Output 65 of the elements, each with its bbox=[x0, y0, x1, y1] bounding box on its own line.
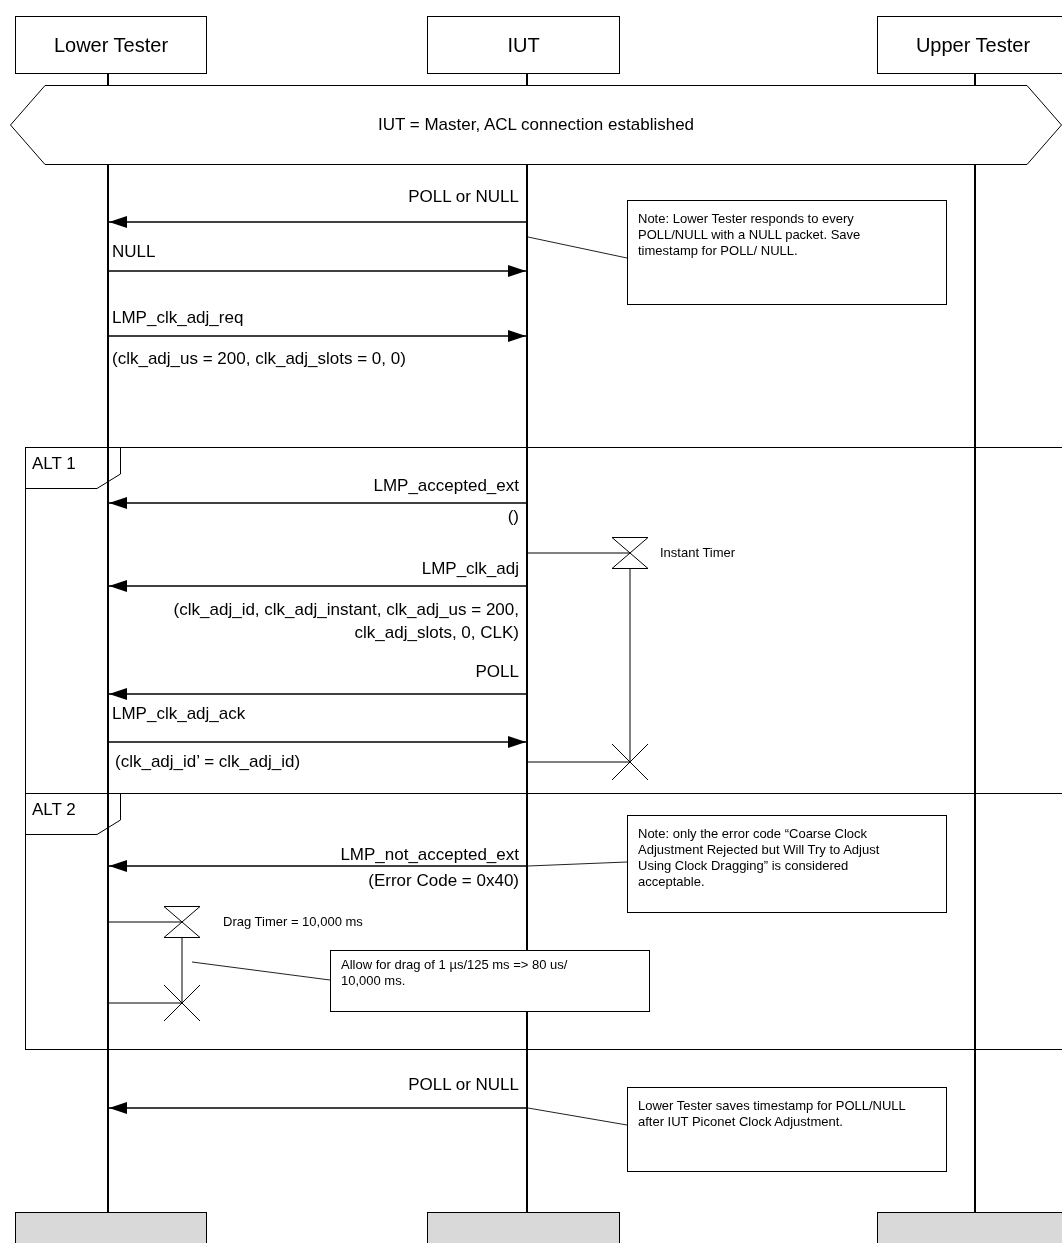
lifeline-header bbox=[427, 16, 620, 74]
message-label: POLL bbox=[475, 662, 519, 682]
lifeline-header bbox=[877, 16, 1062, 74]
leader-line bbox=[191, 961, 331, 981]
leader-line bbox=[527, 1107, 628, 1126]
note bbox=[330, 950, 650, 1012]
frame-label: ALT 1 bbox=[32, 454, 76, 474]
timer-stop-symbol bbox=[612, 744, 648, 780]
timer-label: Drag Timer = 10,000 ms bbox=[223, 914, 363, 929]
timer-line bbox=[527, 552, 631, 554]
message-arrow bbox=[108, 216, 527, 228]
message-label: LMP_clk_adj_ack bbox=[112, 704, 246, 724]
timer-line bbox=[527, 761, 631, 763]
note-text: Note: Lower Tester responds to every POLL/NULL with a NULL packet. Save timestamp for POLL/ NULL. bbox=[638, 211, 862, 259]
lifeline-name: Lower Tester bbox=[53, 33, 169, 57]
lifeline-end-box bbox=[877, 1212, 1062, 1243]
message-arrow bbox=[108, 580, 527, 592]
message-label: LMP_clk_adj_req bbox=[112, 308, 244, 328]
lifeline bbox=[526, 74, 528, 1212]
timer-stop-symbol bbox=[164, 985, 200, 1021]
timer-line bbox=[108, 1002, 183, 1004]
message-label: POLL or NULL bbox=[408, 1075, 519, 1095]
message-arrow bbox=[108, 265, 527, 277]
timer-start-symbol bbox=[164, 906, 200, 938]
note bbox=[627, 1087, 947, 1172]
lifeline bbox=[107, 74, 109, 1212]
lifeline-name: Upper Tester bbox=[915, 33, 1031, 57]
message-arrow bbox=[108, 330, 527, 342]
timer-line bbox=[181, 937, 183, 1004]
leader-line bbox=[527, 861, 628, 867]
message-label: NULL bbox=[112, 242, 156, 262]
lifeline-name: IUT bbox=[507, 33, 540, 57]
condition-text: IUT = Master, ACL connection established bbox=[377, 115, 695, 135]
note bbox=[627, 200, 947, 305]
leader-line bbox=[527, 236, 628, 259]
alt-frame bbox=[25, 447, 1062, 794]
message-label: POLL or NULL bbox=[408, 187, 519, 207]
timer-start-symbol bbox=[612, 537, 648, 569]
note-text: Allow for drag of 1 µs/125 ms => 80 us/ 10,000 ms. bbox=[341, 957, 569, 989]
note-text: Lower Tester saves timestamp for POLL/NULL after IUT Piconet Clock Adjustment. bbox=[638, 1098, 907, 1130]
lifeline bbox=[974, 74, 976, 1212]
note-text: Note: only the error code “Coarse Clock Adjustment Rejected but Will Try to Adjust Using Clock Dragging” is considered acceptable. bbox=[638, 826, 881, 890]
timer-label: Instant Timer bbox=[660, 545, 736, 560]
message-arrow bbox=[108, 736, 527, 748]
message-parameters: (clk_adj_us = 200, clk_adj_slots = 0, 0) bbox=[112, 348, 406, 370]
frame-label: ALT 2 bbox=[32, 800, 76, 820]
lifeline-header bbox=[15, 16, 207, 74]
condition-hexagon bbox=[10, 85, 1062, 165]
lifeline-end-box bbox=[15, 1212, 207, 1243]
message-arrow bbox=[108, 688, 527, 700]
message-parameters: (Error Code = 0x40) bbox=[368, 870, 519, 892]
message-parameters: (clk_adj_id, clk_adj_instant, clk_adj_us = 200, clk_adj_slots, 0, CLK) bbox=[172, 599, 519, 644]
timer-line bbox=[629, 568, 631, 763]
message-parameters: (clk_adj_id’ = clk_adj_id) bbox=[115, 751, 301, 773]
timer-line bbox=[108, 921, 183, 923]
message-label: LMP_accepted_ext bbox=[373, 476, 519, 496]
alt-frame bbox=[25, 793, 1062, 1050]
message-arrow bbox=[108, 860, 527, 872]
lifeline-end-box bbox=[427, 1212, 620, 1243]
note bbox=[627, 815, 947, 913]
message-arrow bbox=[108, 1102, 527, 1114]
message-label: LMP_not_accepted_ext bbox=[340, 845, 519, 865]
message-parameters: () bbox=[507, 506, 519, 528]
message-label: LMP_clk_adj bbox=[421, 559, 519, 579]
message-arrow bbox=[108, 497, 527, 509]
